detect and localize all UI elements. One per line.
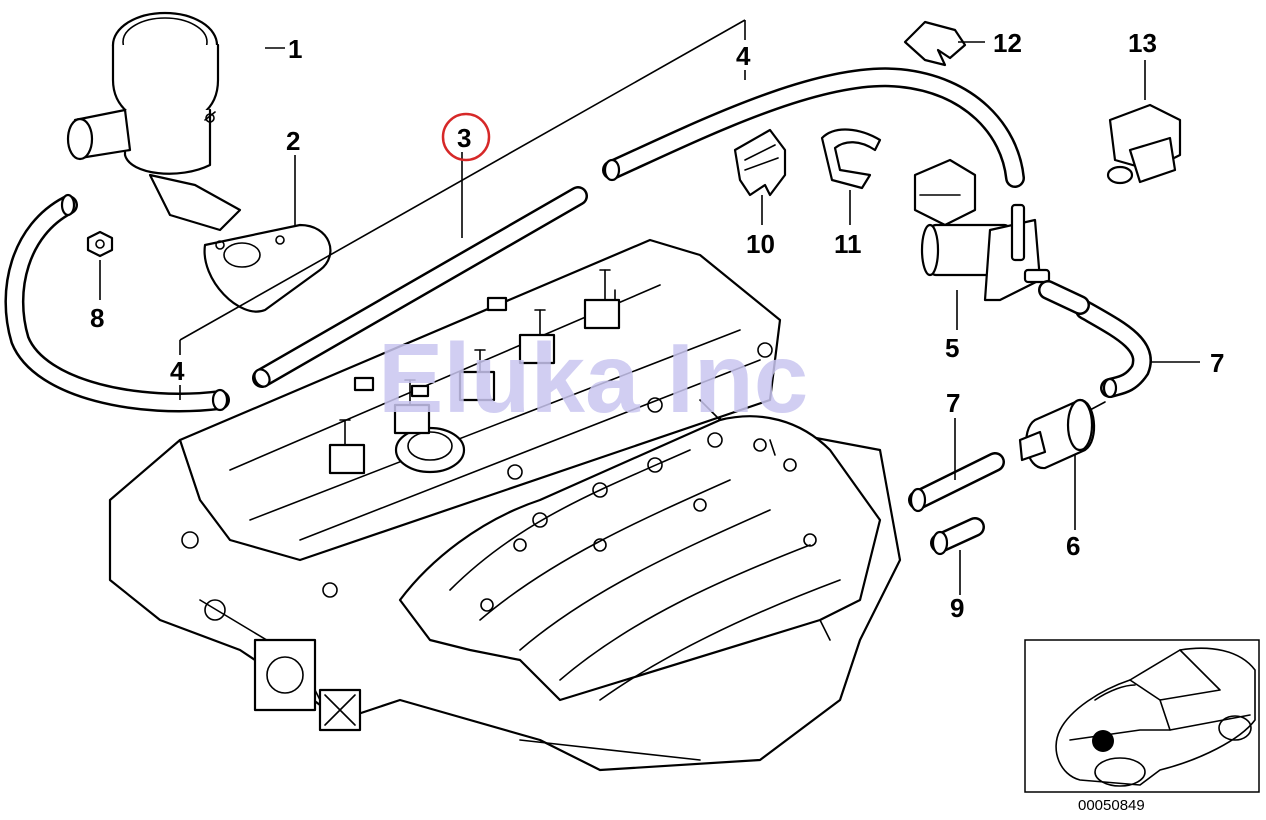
callout-10: 10 bbox=[746, 229, 775, 259]
callout-7-right: 7 bbox=[1210, 348, 1224, 378]
solenoid-valve-part-5 bbox=[913, 158, 1051, 302]
clip-part-10 bbox=[733, 128, 787, 197]
filter-part-6 bbox=[1018, 398, 1106, 470]
nut-part-8 bbox=[86, 230, 114, 258]
reference-number: 00050849 bbox=[1078, 797, 1145, 814]
callout-9: 9 bbox=[950, 593, 964, 623]
leader-lines bbox=[99, 19, 1200, 595]
callout-6: 6 bbox=[1066, 531, 1080, 561]
callout-5: 5 bbox=[945, 333, 959, 363]
callout-11: 11 bbox=[834, 229, 862, 259]
clamp-part-12 bbox=[903, 20, 967, 67]
hose-part-3 bbox=[252, 186, 588, 388]
gasket-part-2 bbox=[203, 223, 332, 313]
sleeve-part-9 bbox=[930, 517, 985, 556]
callout-4-top: 4 bbox=[736, 41, 751, 71]
connector-part-13 bbox=[1106, 103, 1182, 185]
hose-part-4-left bbox=[4, 193, 230, 413]
callout-1: 1 bbox=[288, 34, 302, 64]
intake-manifold bbox=[398, 399, 882, 702]
callout-4-left: 4 bbox=[170, 356, 185, 386]
callout-3: 3 bbox=[457, 123, 471, 153]
locator-dot bbox=[1092, 730, 1114, 752]
locator-inset bbox=[1024, 639, 1260, 793]
callout-labels: 1 2 3 4 4 4 5 6 7 7 8 9 10 11 12 13 bbox=[90, 28, 1224, 623]
clamp-part-11 bbox=[820, 128, 882, 190]
valve-part-1 bbox=[66, 11, 242, 232]
callout-8: 8 bbox=[90, 303, 104, 333]
hose-part-7-curved bbox=[1038, 280, 1152, 399]
callout-2: 2 bbox=[286, 126, 300, 156]
callout-12: 12 bbox=[993, 28, 1022, 58]
highlight-ring bbox=[441, 112, 491, 162]
callout-13: 13 bbox=[1128, 28, 1157, 58]
hose-part-7-straight bbox=[908, 452, 1005, 513]
watermark: Eluka Inc bbox=[378, 323, 808, 433]
hose-part-4-upper bbox=[602, 67, 1025, 188]
callout-7-straight: 7 bbox=[946, 388, 960, 418]
engine-assembly bbox=[108, 238, 902, 772]
